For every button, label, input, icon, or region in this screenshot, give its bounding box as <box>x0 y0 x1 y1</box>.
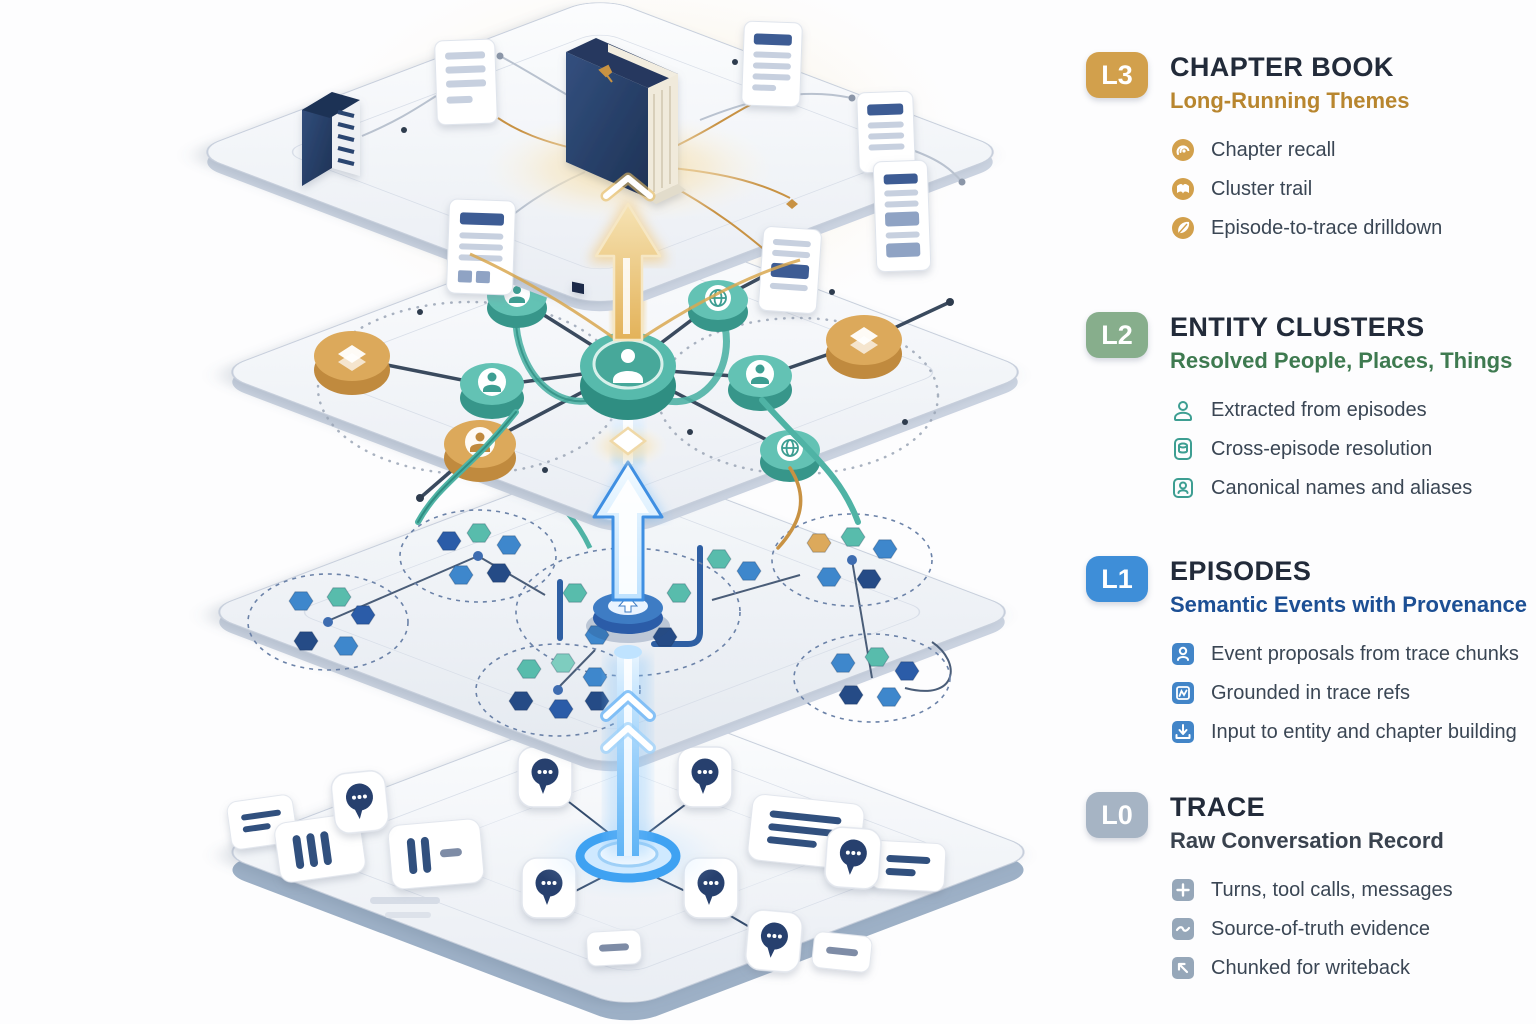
l1-subtitle: Semantic Events with Provenance <box>1170 591 1528 617</box>
binder-3d <box>302 92 360 186</box>
legend-item: Chapter recall <box>1170 131 1530 170</box>
episode-center-node <box>586 592 670 643</box>
legend-item: Source-of-truth evidence <box>1170 910 1530 949</box>
input-tray-icon <box>1172 721 1194 744</box>
entity-nodes <box>314 276 902 482</box>
legend-item: Input to entity and chapter building <box>1170 713 1530 752</box>
l3-title: CHAPTER BOOK <box>1170 52 1394 82</box>
legend-item-label: Chunked for writeback <box>1211 956 1410 979</box>
legend-item-label: Episode-to-trace drilldown <box>1211 216 1443 239</box>
legend-item: Cluster trail <box>1170 170 1530 209</box>
legend-item-label: Input to entity and chapter building <box>1211 720 1517 743</box>
legend-item-label: Turns, tool calls, messages <box>1211 878 1453 901</box>
l0-subtitle: Raw Conversation Record <box>1170 827 1444 853</box>
legend-item: Chunked for writeback <box>1170 949 1530 988</box>
beam-gold-junction <box>588 424 668 468</box>
grounding-grid-icon <box>1172 682 1194 705</box>
person-card-icon <box>1173 478 1193 499</box>
memory-beam-lower <box>586 592 670 856</box>
chapter-book-3d <box>566 38 686 295</box>
entity-node-teal-globe2 <box>760 430 820 482</box>
legend-item-label: Chapter recall <box>1211 138 1336 161</box>
legend-item: Cross-episode resolution <box>1170 430 1530 469</box>
chapter-doc-cards <box>434 20 932 314</box>
legend-section-l3: L3 CHAPTER BOOK Long-Running Themes Chap… <box>1086 52 1530 248</box>
interlayer-ropes <box>415 397 861 550</box>
entity-node-teal-person3 <box>728 355 792 411</box>
episode-links <box>329 555 952 692</box>
l3-subtitle: Long-Running Themes <box>1170 87 1410 113</box>
l3-badge: L3 <box>1086 52 1148 98</box>
memory-layers-illustration <box>206 0 1025 1021</box>
beam-gold-arrow <box>588 172 668 342</box>
legend-item-label: Grounded in trace refs <box>1211 681 1410 704</box>
entity-node-teal-globe <box>688 280 748 332</box>
legend-panel: L3 CHAPTER BOOK Long-Running Themes Chap… <box>1080 0 1536 1024</box>
l2-subtitle: Resolved People, Places, Things <box>1170 347 1513 373</box>
l0-title: TRACE <box>1170 792 1265 822</box>
layer2-entities-content <box>314 248 954 602</box>
l0-badge: L0 <box>1086 792 1148 838</box>
entity-node-gold-layers <box>826 315 902 379</box>
event-person-icon <box>1172 643 1194 666</box>
legend-section-l2: L2 ENTITY CLUSTERS Resolved People, Plac… <box>1086 312 1530 508</box>
episode-pipes <box>557 545 703 647</box>
beam-blue-arrow <box>592 458 666 602</box>
legend-section-l1: L1 EPISODES Semantic Events with Provena… <box>1086 556 1530 752</box>
coil-icon <box>1172 139 1194 162</box>
legend-item-label: Extracted from episodes <box>1211 398 1427 421</box>
legend-item: Event proposals from trace chunks <box>1170 635 1530 674</box>
gold-strands <box>469 252 801 340</box>
legend-item: Turns, tool calls, messages <box>1170 871 1530 910</box>
open-book-icon <box>1172 178 1194 201</box>
l2-title: ENTITY CLUSTERS <box>1170 312 1425 342</box>
legend-item: Extracted from episodes <box>1170 391 1530 430</box>
episode-cluster-rings <box>247 509 951 737</box>
legend-item-label: Cluster trail <box>1211 177 1313 200</box>
legend-item-label: Cross-episode resolution <box>1211 437 1433 460</box>
legend-item: Canonical names and aliases <box>1170 469 1530 508</box>
legend-section-l0: L0 TRACE Raw Conversation Record Turns, … <box>1086 792 1530 988</box>
id-card-database-icon <box>1174 438 1192 461</box>
beam-chevrons <box>600 690 656 754</box>
l1-badge: L1 <box>1086 556 1148 602</box>
legend-item: Grounded in trace refs <box>1170 674 1530 713</box>
plus-icon <box>1172 879 1194 902</box>
entity-node-gold-stack <box>314 331 390 395</box>
layer3-chapterbook-content <box>302 20 966 340</box>
arrow-upleft-icon <box>1172 957 1194 980</box>
entity-node-teal-person2 <box>460 363 524 419</box>
legend-item: Episode-to-trace drilldown <box>1170 209 1530 248</box>
episode-hexagons <box>288 523 920 719</box>
entity-center-node <box>580 332 676 420</box>
legend-item-label: Source-of-truth evidence <box>1211 917 1431 940</box>
wave-icon <box>1172 918 1194 941</box>
person-badge-icon <box>1174 401 1192 422</box>
legend-item-label: Canonical names and aliases <box>1211 476 1473 499</box>
l1-title: EPISODES <box>1170 556 1312 586</box>
l2-badge: L2 <box>1086 312 1148 358</box>
legend-item-label: Event proposals from trace chunks <box>1211 642 1519 665</box>
leaf-icon <box>1172 217 1194 240</box>
